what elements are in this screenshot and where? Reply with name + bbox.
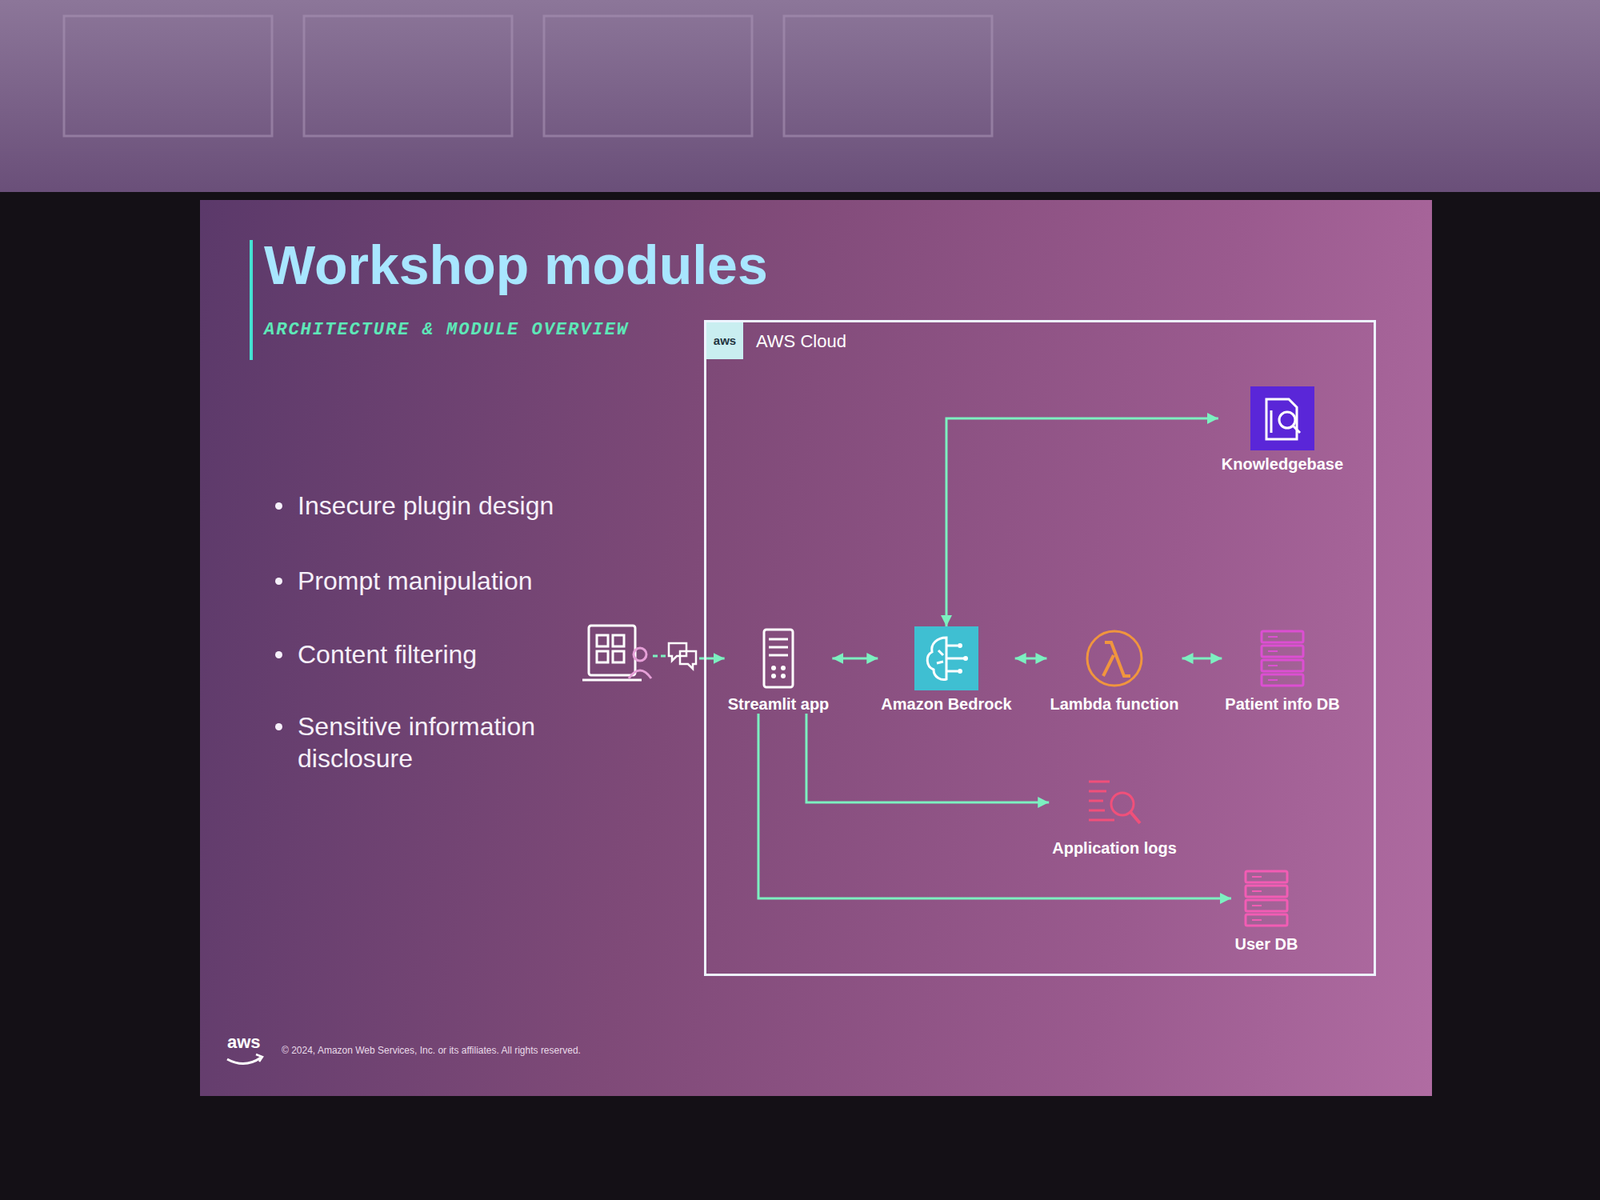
lambda-node: Lambda function [1046, 626, 1182, 714]
user-laptop-icon [582, 625, 652, 680]
application-logs-node: Application logs [1048, 770, 1180, 858]
node-label: Lambda function [1049, 695, 1179, 714]
connector [758, 713, 1232, 899]
node-label: User DB [1235, 935, 1299, 954]
module-bullet: Content filtering [272, 638, 570, 671]
user-db-node: User DB [1231, 866, 1302, 954]
slide-title: Workshop modules [264, 233, 768, 296]
node-label: Application logs [1052, 839, 1177, 858]
aws-cloud-group: AWS CloudKnowledgebaseStreamlit app Amazo… [704, 320, 1376, 976]
server-icon [746, 626, 811, 691]
bedrock-node: Amazon Bedrock [877, 626, 1015, 714]
node-icon [746, 626, 811, 691]
node-icon [1082, 626, 1147, 691]
node-icon [1250, 626, 1315, 691]
module-bullet: Insecure plugin design [272, 489, 570, 522]
input-arrow [699, 657, 725, 660]
aws-logo-text: aws [227, 1032, 261, 1053]
group-label: AWS Cloud [756, 331, 847, 352]
knowledgebase-icon [1250, 386, 1315, 451]
connector [1182, 657, 1223, 660]
node-icon [1234, 866, 1299, 931]
database-icon [1234, 866, 1299, 931]
title-accent-bar [249, 240, 253, 360]
wall-background [0, 0, 1600, 192]
logs-icon [1082, 770, 1147, 835]
connector [806, 713, 1049, 803]
patient-db-node: Patient info DB [1221, 626, 1343, 714]
connector [832, 657, 878, 660]
node-label: Amazon Bedrock [880, 695, 1012, 714]
node-icon [1250, 386, 1315, 451]
aws-badge-text: aws [706, 322, 744, 360]
bedrock-icon [914, 626, 979, 691]
node-label: Knowledgebase [1221, 455, 1344, 474]
database-icon [1250, 626, 1315, 691]
wall-panels [64, 16, 992, 136]
dashed-input-line [652, 655, 666, 658]
module-bullet: Prompt manipulation [272, 564, 570, 597]
node-icon [914, 626, 979, 691]
aws-footer-smile [227, 1054, 263, 1064]
lambda-icon [1082, 626, 1147, 691]
chat-icon [668, 643, 696, 669]
knowledgebase-node: Knowledgebase [1218, 386, 1347, 474]
module-bullet: Sensitive information disclosure [272, 710, 570, 775]
node-icon [1082, 770, 1147, 835]
connector [1015, 657, 1048, 660]
node-label: Streamlit app [728, 695, 830, 714]
subtitle: ARCHITECTURE & MODULE OVERVIEW [264, 320, 629, 340]
streamlit-app-node: Streamlit app [724, 626, 833, 714]
node-label: Patient info DB [1224, 695, 1340, 714]
connector [946, 418, 1219, 627]
copyright-notice: © 2024, Amazon Web Services, Inc. or its… [281, 1044, 581, 1056]
